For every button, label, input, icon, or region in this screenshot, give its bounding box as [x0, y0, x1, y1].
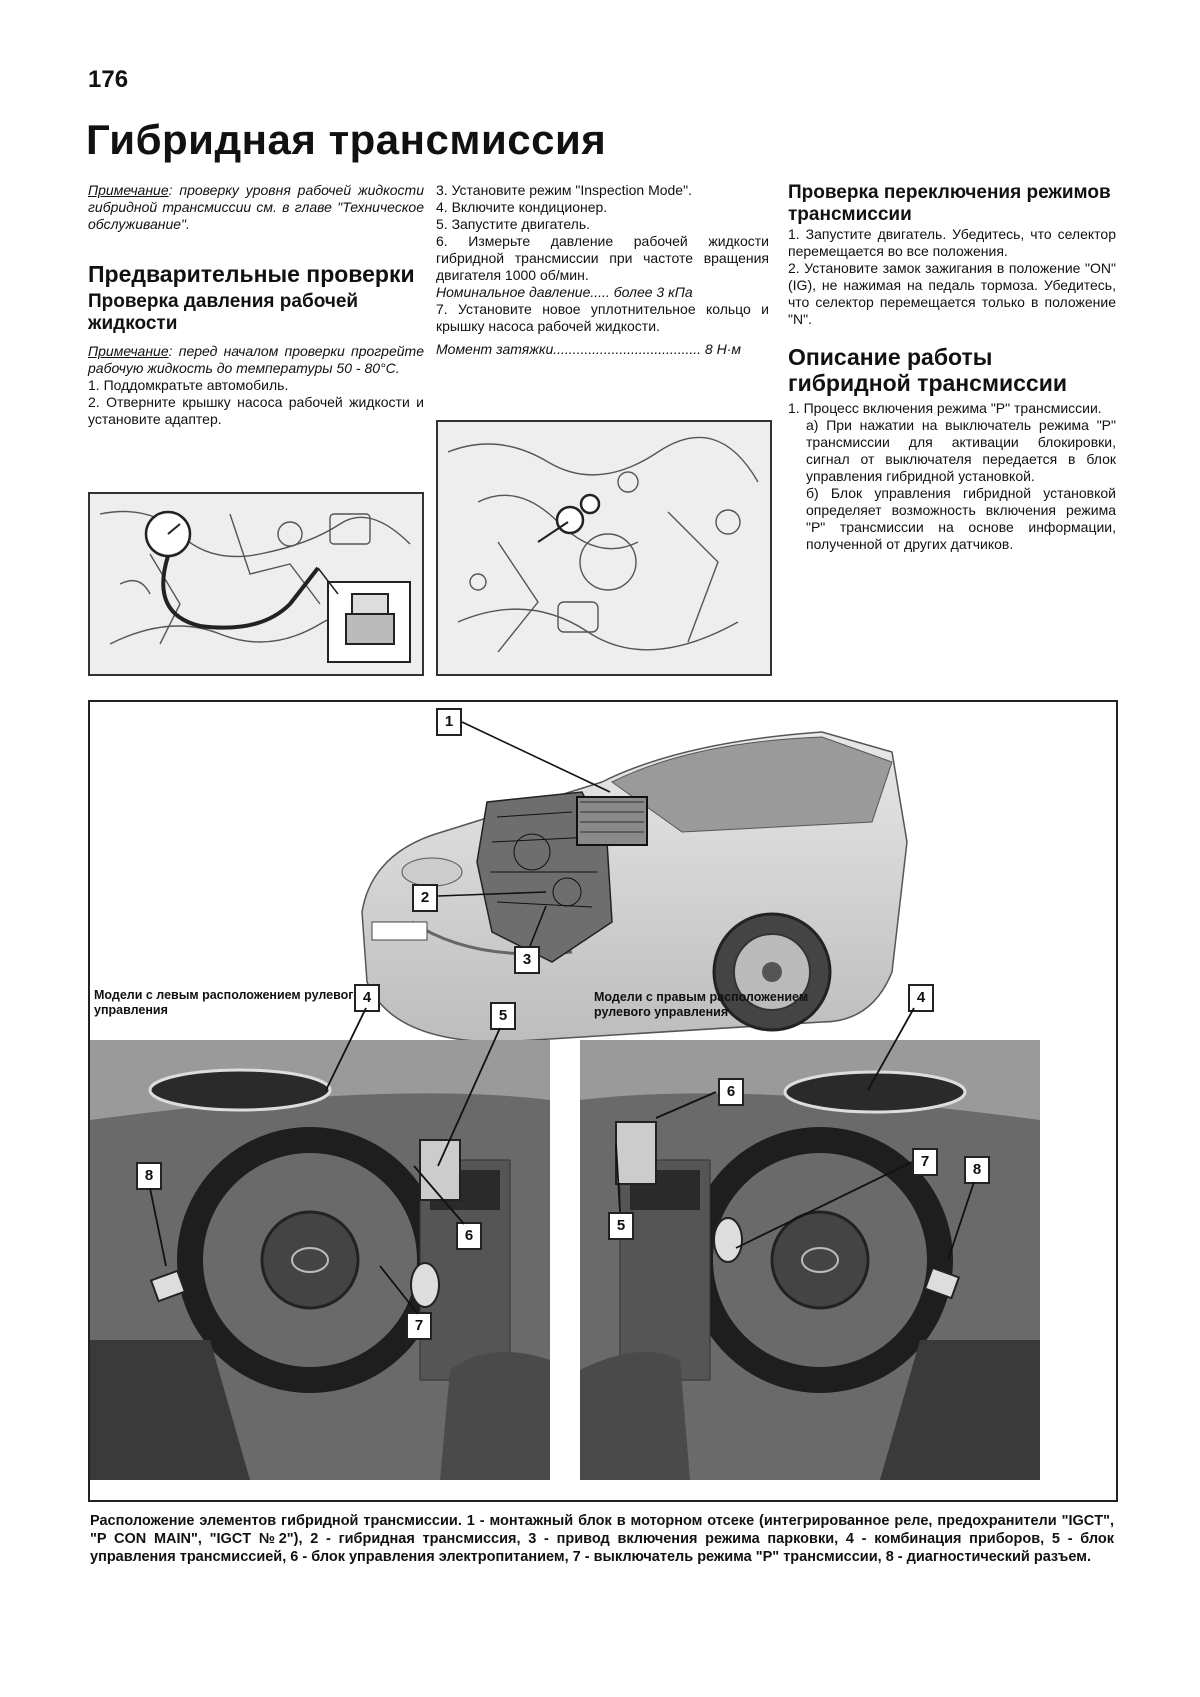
- note-2-text: : перед началом проверки прогрейте рабоч…: [88, 343, 424, 376]
- operation-item-1: 1. Процесс включения режима "P" трансмис…: [788, 400, 1102, 416]
- note-1-label: Примечание: [88, 182, 169, 198]
- callout-3: 3: [514, 946, 540, 974]
- operation-item-1b: б) Блок управления гибридной установкой …: [806, 485, 1116, 552]
- callout-5-left: 5: [490, 1002, 516, 1030]
- section-heading-preliminary: Предварительные проверки: [88, 261, 415, 287]
- step-4: 4. Включите кондиционер.: [436, 199, 608, 215]
- note-1: Примечание: проверку уровня рабочей жидк…: [88, 182, 424, 233]
- tightening-torque: Момент затяжки..........................…: [436, 341, 741, 357]
- column-1: Примечание: проверку уровня рабочей жидк…: [88, 182, 424, 428]
- car-illustration: [361, 731, 908, 1043]
- callout-4-left: 4: [354, 984, 380, 1012]
- callout-6-right: 6: [718, 1078, 744, 1106]
- callout-8-right: 8: [964, 1156, 990, 1184]
- step-1: 1. Поддомкратьте автомобиль.: [88, 377, 289, 393]
- step-6: 6. Измерьте давление рабочей жидкости ги…: [436, 233, 769, 283]
- page-number: 176: [88, 66, 129, 93]
- column-3: Проверка переключения режимов трансмисси…: [788, 182, 1116, 553]
- label-right-hand-drive: Модели с правым расположением рулевого у…: [594, 990, 809, 1019]
- step-3: 3. Установите режим "Inspection Mode".: [436, 182, 692, 198]
- label-left-hand-drive: Модели с левым расположением рулевого уп…: [94, 988, 361, 1017]
- note-1-text: : проверку уровня рабочей жидкости гибри…: [88, 182, 424, 232]
- left-hand-drive-interior: [90, 1040, 550, 1480]
- callout-8-left: 8: [136, 1162, 162, 1190]
- step-2: 2. Отверните крышку насоса рабочей жидко…: [88, 394, 424, 427]
- subheading-pressure-check: Проверка давления рабочей жидкости: [88, 291, 359, 334]
- callout-7-left: 7: [406, 1312, 432, 1340]
- page-title: Гибридная трансмиссия: [86, 116, 607, 163]
- callout-7-right: 7: [912, 1148, 938, 1176]
- heading-operation: Описание работы гибридной трансмиссии: [788, 344, 1067, 396]
- nominal-pressure: Номинальное давление..... более 3 кПа: [436, 284, 693, 300]
- callout-1: 1: [436, 708, 462, 736]
- figure-caption: Расположение элементов гибридной трансми…: [90, 1513, 1114, 1565]
- step-5: 5. Запустите двигатель.: [436, 216, 591, 232]
- mode-step-2: 2. Установите замок зажигания в положени…: [788, 260, 1116, 327]
- callout-5-right: 5: [608, 1212, 634, 1240]
- pressure-gauge-illustration: [88, 492, 424, 676]
- callout-2: 2: [412, 884, 438, 912]
- component-location-figure: 1 2 3 Модели с левым расположением рулев…: [88, 700, 1118, 1502]
- note-2: Примечание: перед началом проверки прогр…: [88, 343, 424, 377]
- right-hand-drive-interior: [580, 1040, 1040, 1480]
- heading-mode-check: Проверка переключения режимов трансмисси…: [788, 182, 1111, 225]
- pump-cover-illustration: [436, 420, 772, 676]
- mode-step-1: 1. Запустите двигатель. Убедитесь, что с…: [788, 226, 1116, 259]
- callout-4-right: 4: [908, 984, 934, 1012]
- callout-6-left: 6: [456, 1222, 482, 1250]
- operation-item-1a: а) При нажатии на выключатель режима "P"…: [806, 417, 1116, 484]
- step-7: 7. Установите новое уплотнительное кольц…: [436, 301, 769, 334]
- note-2-label: Примечание: [88, 343, 169, 359]
- column-2: 3. Установите режим "Inspection Mode". 4…: [436, 182, 769, 358]
